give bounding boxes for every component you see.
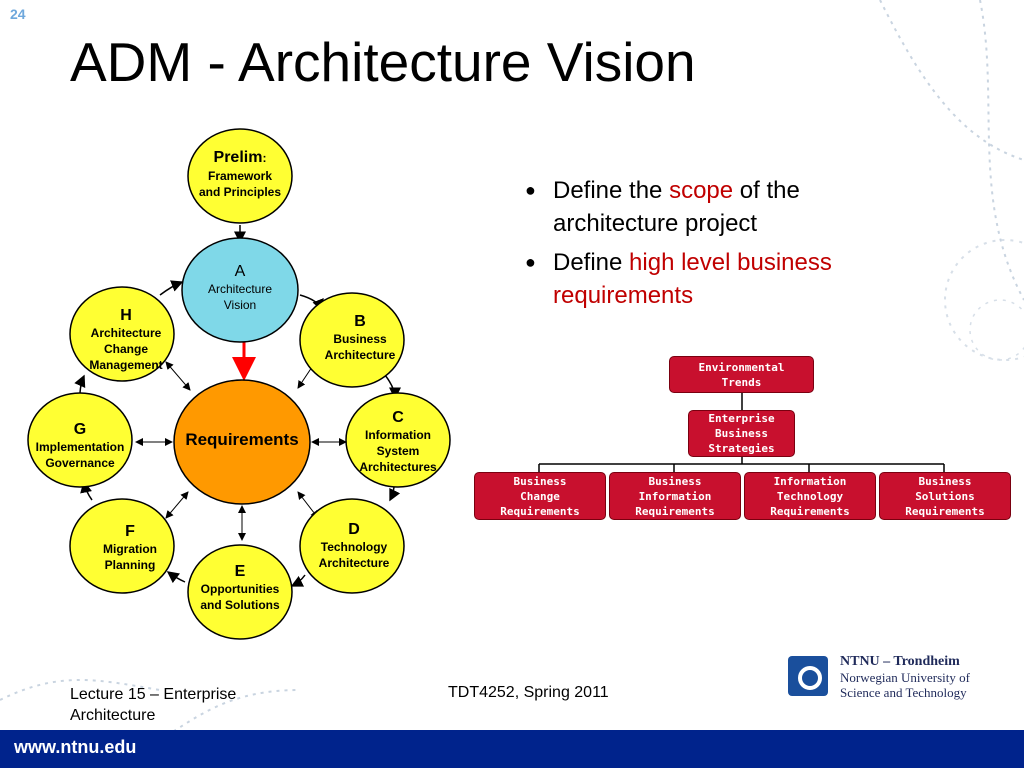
bullet-list: ● Define the scope of the architecture p… (525, 174, 905, 318)
prelim-label: Prelim: Framework and Principles (198, 149, 282, 199)
node-g (27, 392, 133, 488)
node-d (299, 498, 405, 594)
org-line-2: Norwegian University of (840, 670, 970, 685)
node-e (187, 544, 293, 640)
e-label: E Opportunities and Solutions (200, 563, 280, 612)
bottom-bar (0, 730, 1024, 768)
f-label: F Migration Planning (103, 523, 157, 572)
bullet-item: ● Define high level business requirement… (525, 249, 832, 309)
h-label: H Architecture Change Management (89, 307, 163, 372)
arrow-d-e (290, 574, 306, 587)
c-label: C Information System Architectures (359, 409, 437, 474)
node-h (69, 286, 175, 382)
node-prelim (187, 128, 293, 224)
node-f (69, 498, 175, 594)
footer-course: TDT4252, Spring 2011 (448, 684, 609, 701)
node-b (299, 292, 405, 388)
node-a (181, 237, 299, 343)
b-label: B Business Architecture (324, 313, 396, 362)
page-title: ADM - Architecture Vision (70, 31, 696, 93)
d-label: D Technology Architecture (318, 521, 390, 570)
bullet-item: ● Define the scope of the architecture p… (525, 177, 800, 237)
node-c (345, 392, 451, 488)
spoke-h (165, 361, 191, 391)
requirements-label: Requirements (185, 430, 299, 449)
adm-cycle-diagram (27, 128, 451, 640)
a-label: A Architecture Vision (207, 263, 273, 312)
slide-number: 24 (10, 6, 26, 22)
org-name: NTNU – Trondheim (840, 654, 960, 669)
g-label: G Implementation Governance (35, 421, 125, 470)
org-line-3: Science and Technology (840, 685, 967, 700)
node-requirements (173, 379, 311, 505)
arrow-e-f (166, 571, 186, 584)
ntnu-logo-ring-icon (798, 666, 822, 690)
arrow-h-a (159, 280, 184, 296)
arrow-g-h (74, 374, 86, 396)
ntnu-url-link[interactable]: www.ntnu.edu (14, 737, 137, 757)
spoke-f (165, 491, 189, 519)
footer-lecture: Lecture 15 – Enterprise Architecture (70, 686, 237, 724)
